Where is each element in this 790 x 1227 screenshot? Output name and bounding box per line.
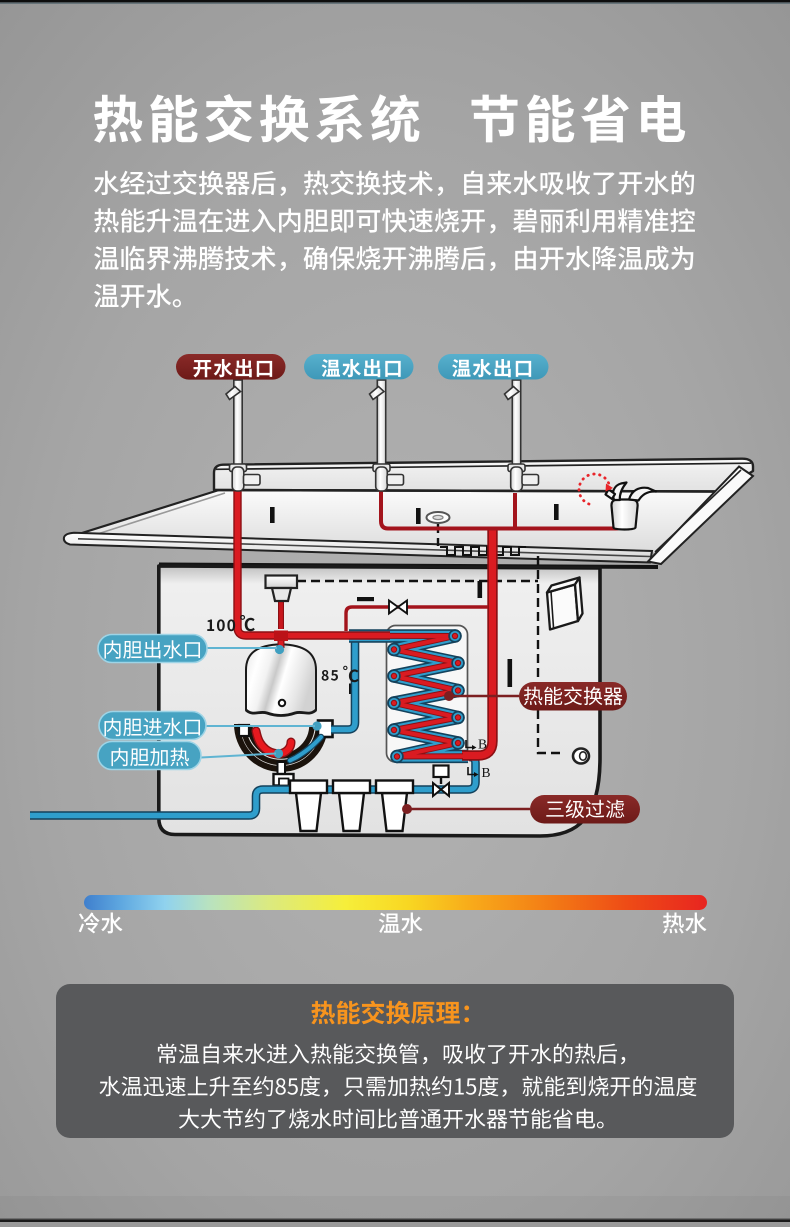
svg-text:B: B bbox=[478, 737, 487, 752]
svg-text:B: B bbox=[482, 765, 491, 780]
